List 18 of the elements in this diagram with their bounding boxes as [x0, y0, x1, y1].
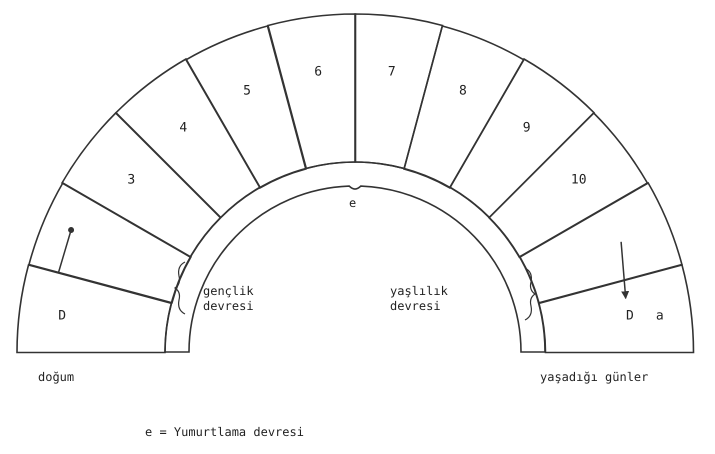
- segment-label: 4: [179, 120, 188, 136]
- segment-label: 6: [314, 64, 322, 80]
- segment-label: 7: [388, 64, 396, 80]
- legend-note: e = Yumurtlama devresi: [145, 425, 304, 440]
- text-label: yaşadığı günler: [540, 370, 648, 385]
- segment-label: 5: [243, 84, 251, 99]
- segment-label: 3: [127, 172, 136, 188]
- segment-label: D: [626, 308, 634, 324]
- text-label: gençlik devresi: [203, 284, 255, 314]
- segment-label: 10: [570, 172, 587, 188]
- text-label: yaşlılık devresi: [390, 284, 449, 314]
- segment-label: 8: [459, 84, 467, 99]
- segment-label: D: [58, 308, 66, 324]
- text-label: e: [349, 196, 356, 211]
- text-label: doğum: [38, 370, 74, 385]
- segment-label: 9: [522, 120, 531, 136]
- segment-label: a: [656, 308, 664, 324]
- arrow: [620, 242, 630, 300]
